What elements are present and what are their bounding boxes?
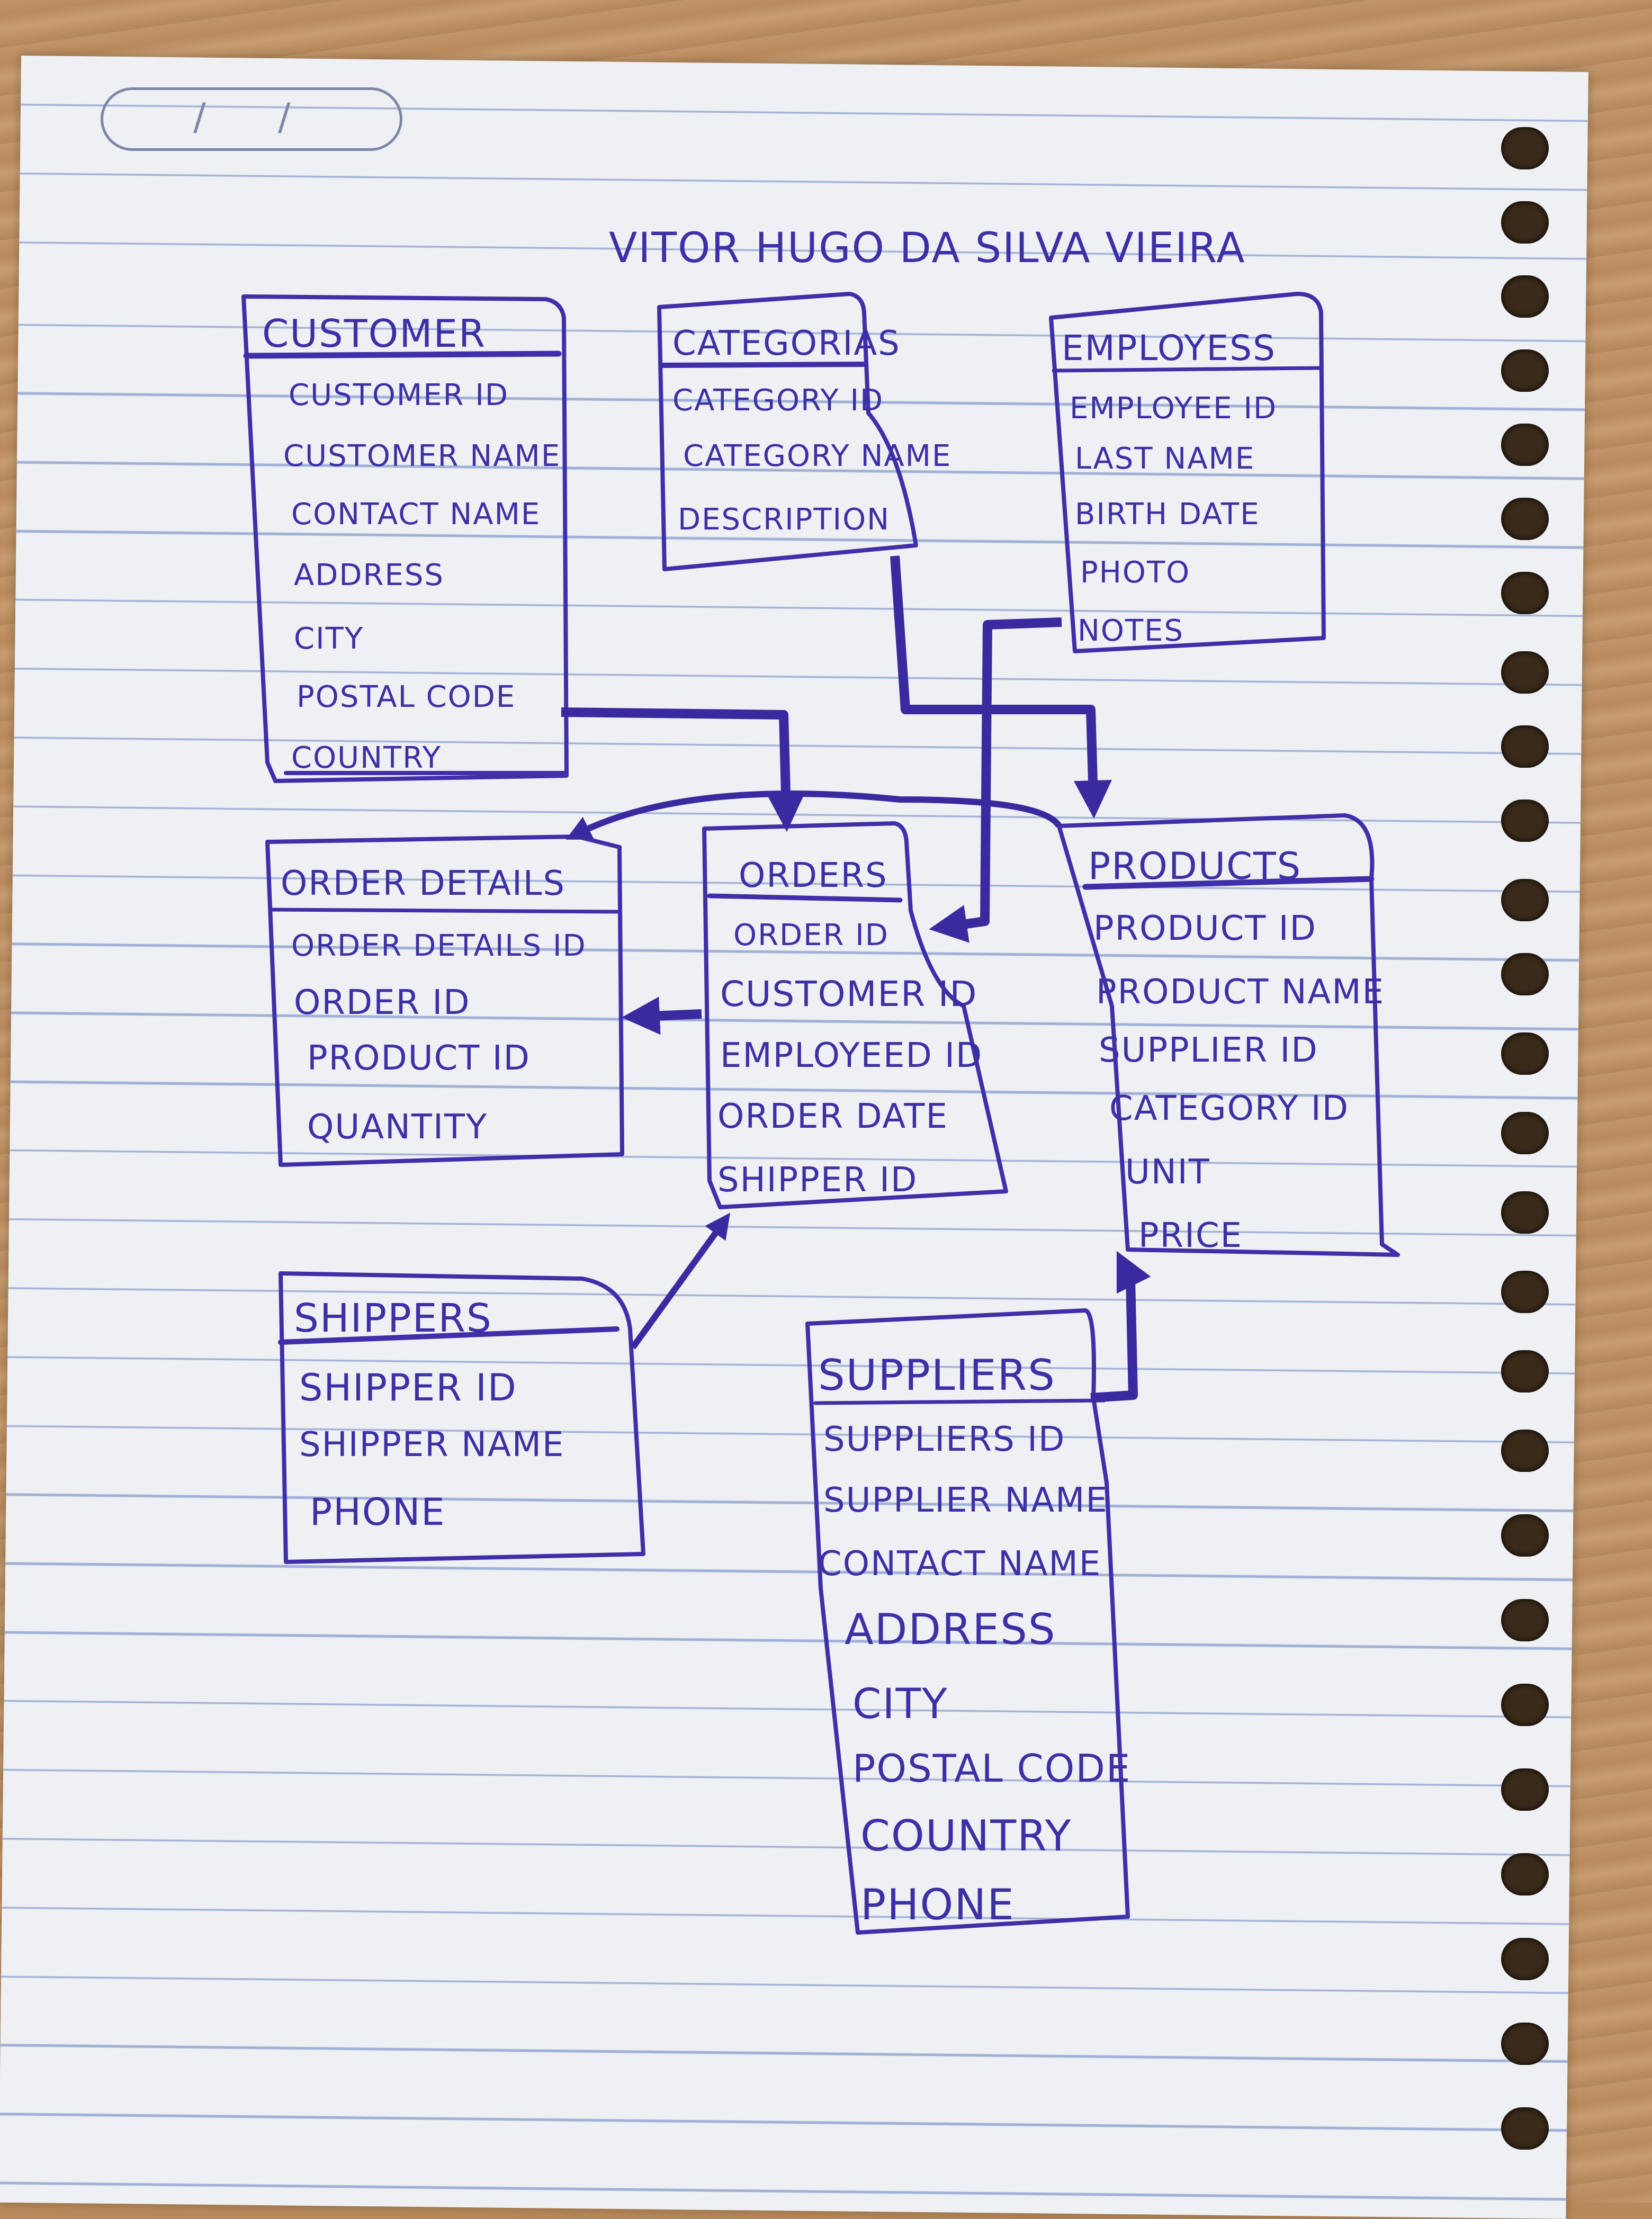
attribute: CONTACT NAME xyxy=(818,1544,1101,1584)
binding-hole xyxy=(1501,725,1549,768)
attribute: SUPPLIER NAME xyxy=(823,1481,1108,1520)
entity-title: CATEGORIAS xyxy=(672,324,901,363)
attribute: SUPPLIER ID xyxy=(1099,1031,1318,1070)
binding-hole xyxy=(1501,1938,1549,1980)
attribute: CUSTOMER ID xyxy=(720,974,977,1014)
entity-orders: ORDERS ORDER ID CUSTOMER ID EMPLOYEED ID… xyxy=(702,821,1008,1209)
attribute: ORDER ID xyxy=(294,983,471,1022)
binding-hole xyxy=(1501,424,1549,466)
entity-order-details: ORDER DETAILS ORDER DETAILS ID ORDER ID … xyxy=(265,834,624,1167)
entity-title: ORDERS xyxy=(739,856,888,895)
attribute: LAST NAME xyxy=(1075,442,1255,476)
binding-hole xyxy=(1501,349,1549,392)
arrow-products-to-order-details xyxy=(565,790,1062,840)
attribute: POSTAL CODE xyxy=(852,1746,1131,1791)
arrow-orders-to-order-details xyxy=(622,996,702,1035)
attribute: PRODUCT NAME xyxy=(1096,973,1385,1012)
attribute: PHOTO xyxy=(1080,555,1190,590)
binding-hole xyxy=(1501,1350,1549,1393)
author-name: VITOR HUGO DA SILVA VIEIRA xyxy=(609,224,1246,272)
attribute: PRODUCT ID xyxy=(1093,909,1317,948)
arrow-customer-to-orders xyxy=(561,707,805,832)
attribute: ADDRESS xyxy=(294,558,444,592)
attribute: CUSTOMER ID xyxy=(289,378,509,412)
binding-hole xyxy=(1501,1271,1549,1313)
attribute: CITY xyxy=(294,622,364,656)
attribute: CONTACT NAME xyxy=(291,497,541,532)
attribute: EMPLOYEED ID xyxy=(720,1036,983,1075)
attribute: POSTAL CODE xyxy=(297,680,516,714)
attribute: CATEGORY ID xyxy=(672,383,884,418)
entity-shippers: SHIPPERS SHIPPER ID SHIPPER NAME PHONE xyxy=(278,1271,645,1564)
entity-suppliers: SUPPLIERS SUPPLIERS ID SUPPLIER NAME CON… xyxy=(805,1308,1131,1935)
binding-hole xyxy=(1501,275,1549,318)
date-slash-2: / xyxy=(278,95,291,139)
attribute: COUNTRY xyxy=(291,741,442,775)
attribute: SHIPPER ID xyxy=(717,1161,918,1200)
attribute: CITY xyxy=(852,1681,948,1728)
binding-hole xyxy=(1501,1032,1549,1075)
attribute: ORDER DATE xyxy=(717,1097,948,1136)
attribute: PRICE xyxy=(1138,1216,1243,1255)
binding-hole xyxy=(1501,879,1549,921)
binding-hole xyxy=(1501,1430,1549,1472)
date-box: / / xyxy=(101,87,402,151)
arrow-employees-to-orders xyxy=(929,617,1062,943)
attribute: ORDER DETAILS ID xyxy=(291,929,587,963)
attribute: PHONE xyxy=(310,1490,446,1534)
attribute: PRODUCT ID xyxy=(307,1039,531,1078)
attribute: BIRTH DATE xyxy=(1075,497,1260,532)
attribute: SHIPPER NAME xyxy=(299,1425,564,1465)
entity-title: EMPLOYESS xyxy=(1062,328,1276,369)
entity-title: SUPPLIERS xyxy=(818,1351,1056,1400)
binding-hole xyxy=(1501,201,1549,244)
attribute: EMPLOYEE ID xyxy=(1070,391,1277,426)
entity-products: PRODUCTS PRODUCT ID PRODUCT NAME SUPPLIE… xyxy=(1057,813,1400,1257)
entity-title: ORDER DETAILS xyxy=(281,864,565,903)
binding-hole xyxy=(1501,1599,1549,1641)
binding-hole xyxy=(1501,498,1549,540)
binding-hole xyxy=(1501,572,1549,614)
attribute: CATEGORY NAME xyxy=(683,439,951,473)
binding-hole xyxy=(1501,2107,1549,2150)
attribute: CATEGORY ID xyxy=(1109,1089,1349,1128)
entity-title: CUSTOMER xyxy=(262,311,486,356)
binding-hole xyxy=(1501,1514,1549,1557)
binding-hole xyxy=(1501,953,1549,995)
arrow-categorias-to-products xyxy=(890,555,1112,819)
binding-hole xyxy=(1501,1768,1549,1811)
attribute: QUANTITY xyxy=(307,1108,488,1147)
binding-hole xyxy=(1501,2023,1549,2065)
arrow-shippers-to-orders xyxy=(630,1212,731,1350)
attribute: CUSTOMER NAME xyxy=(283,439,561,473)
attribute: SUPPLIERS ID xyxy=(823,1420,1065,1459)
binding-hole xyxy=(1501,127,1549,169)
binding-hole xyxy=(1501,1684,1549,1726)
attribute: NOTES xyxy=(1078,614,1184,648)
binding-hole xyxy=(1501,1191,1549,1234)
arrow-suppliers-to-products xyxy=(1090,1251,1151,1403)
entity-employees: EMPLOYESS EMPLOYEE ID LAST NAME BIRTH DA… xyxy=(1049,292,1326,653)
binding-hole xyxy=(1501,651,1549,694)
entity-title: PRODUCTS xyxy=(1088,845,1301,888)
attribute: ADDRESS xyxy=(845,1605,1056,1654)
attribute: UNIT xyxy=(1125,1153,1210,1192)
entity-title: SHIPPERS xyxy=(294,1296,492,1341)
binding-hole xyxy=(1501,1112,1549,1154)
date-slash-1: / xyxy=(193,95,206,139)
entity-categorias: CATEGORIAS CATEGORY ID CATEGORY NAME DES… xyxy=(657,292,951,571)
attribute: ORDER ID xyxy=(733,918,889,953)
binding-hole xyxy=(1501,1853,1549,1895)
entity-customer: CUSTOMER CUSTOMER ID CUSTOMER NAME CONTA… xyxy=(241,294,569,783)
attribute: PHONE xyxy=(860,1880,1015,1929)
attribute: SHIPPER ID xyxy=(299,1366,517,1409)
binding-hole xyxy=(1501,799,1549,842)
attribute: DESCRIPTION xyxy=(678,502,890,537)
attribute: COUNTRY xyxy=(860,1811,1072,1861)
